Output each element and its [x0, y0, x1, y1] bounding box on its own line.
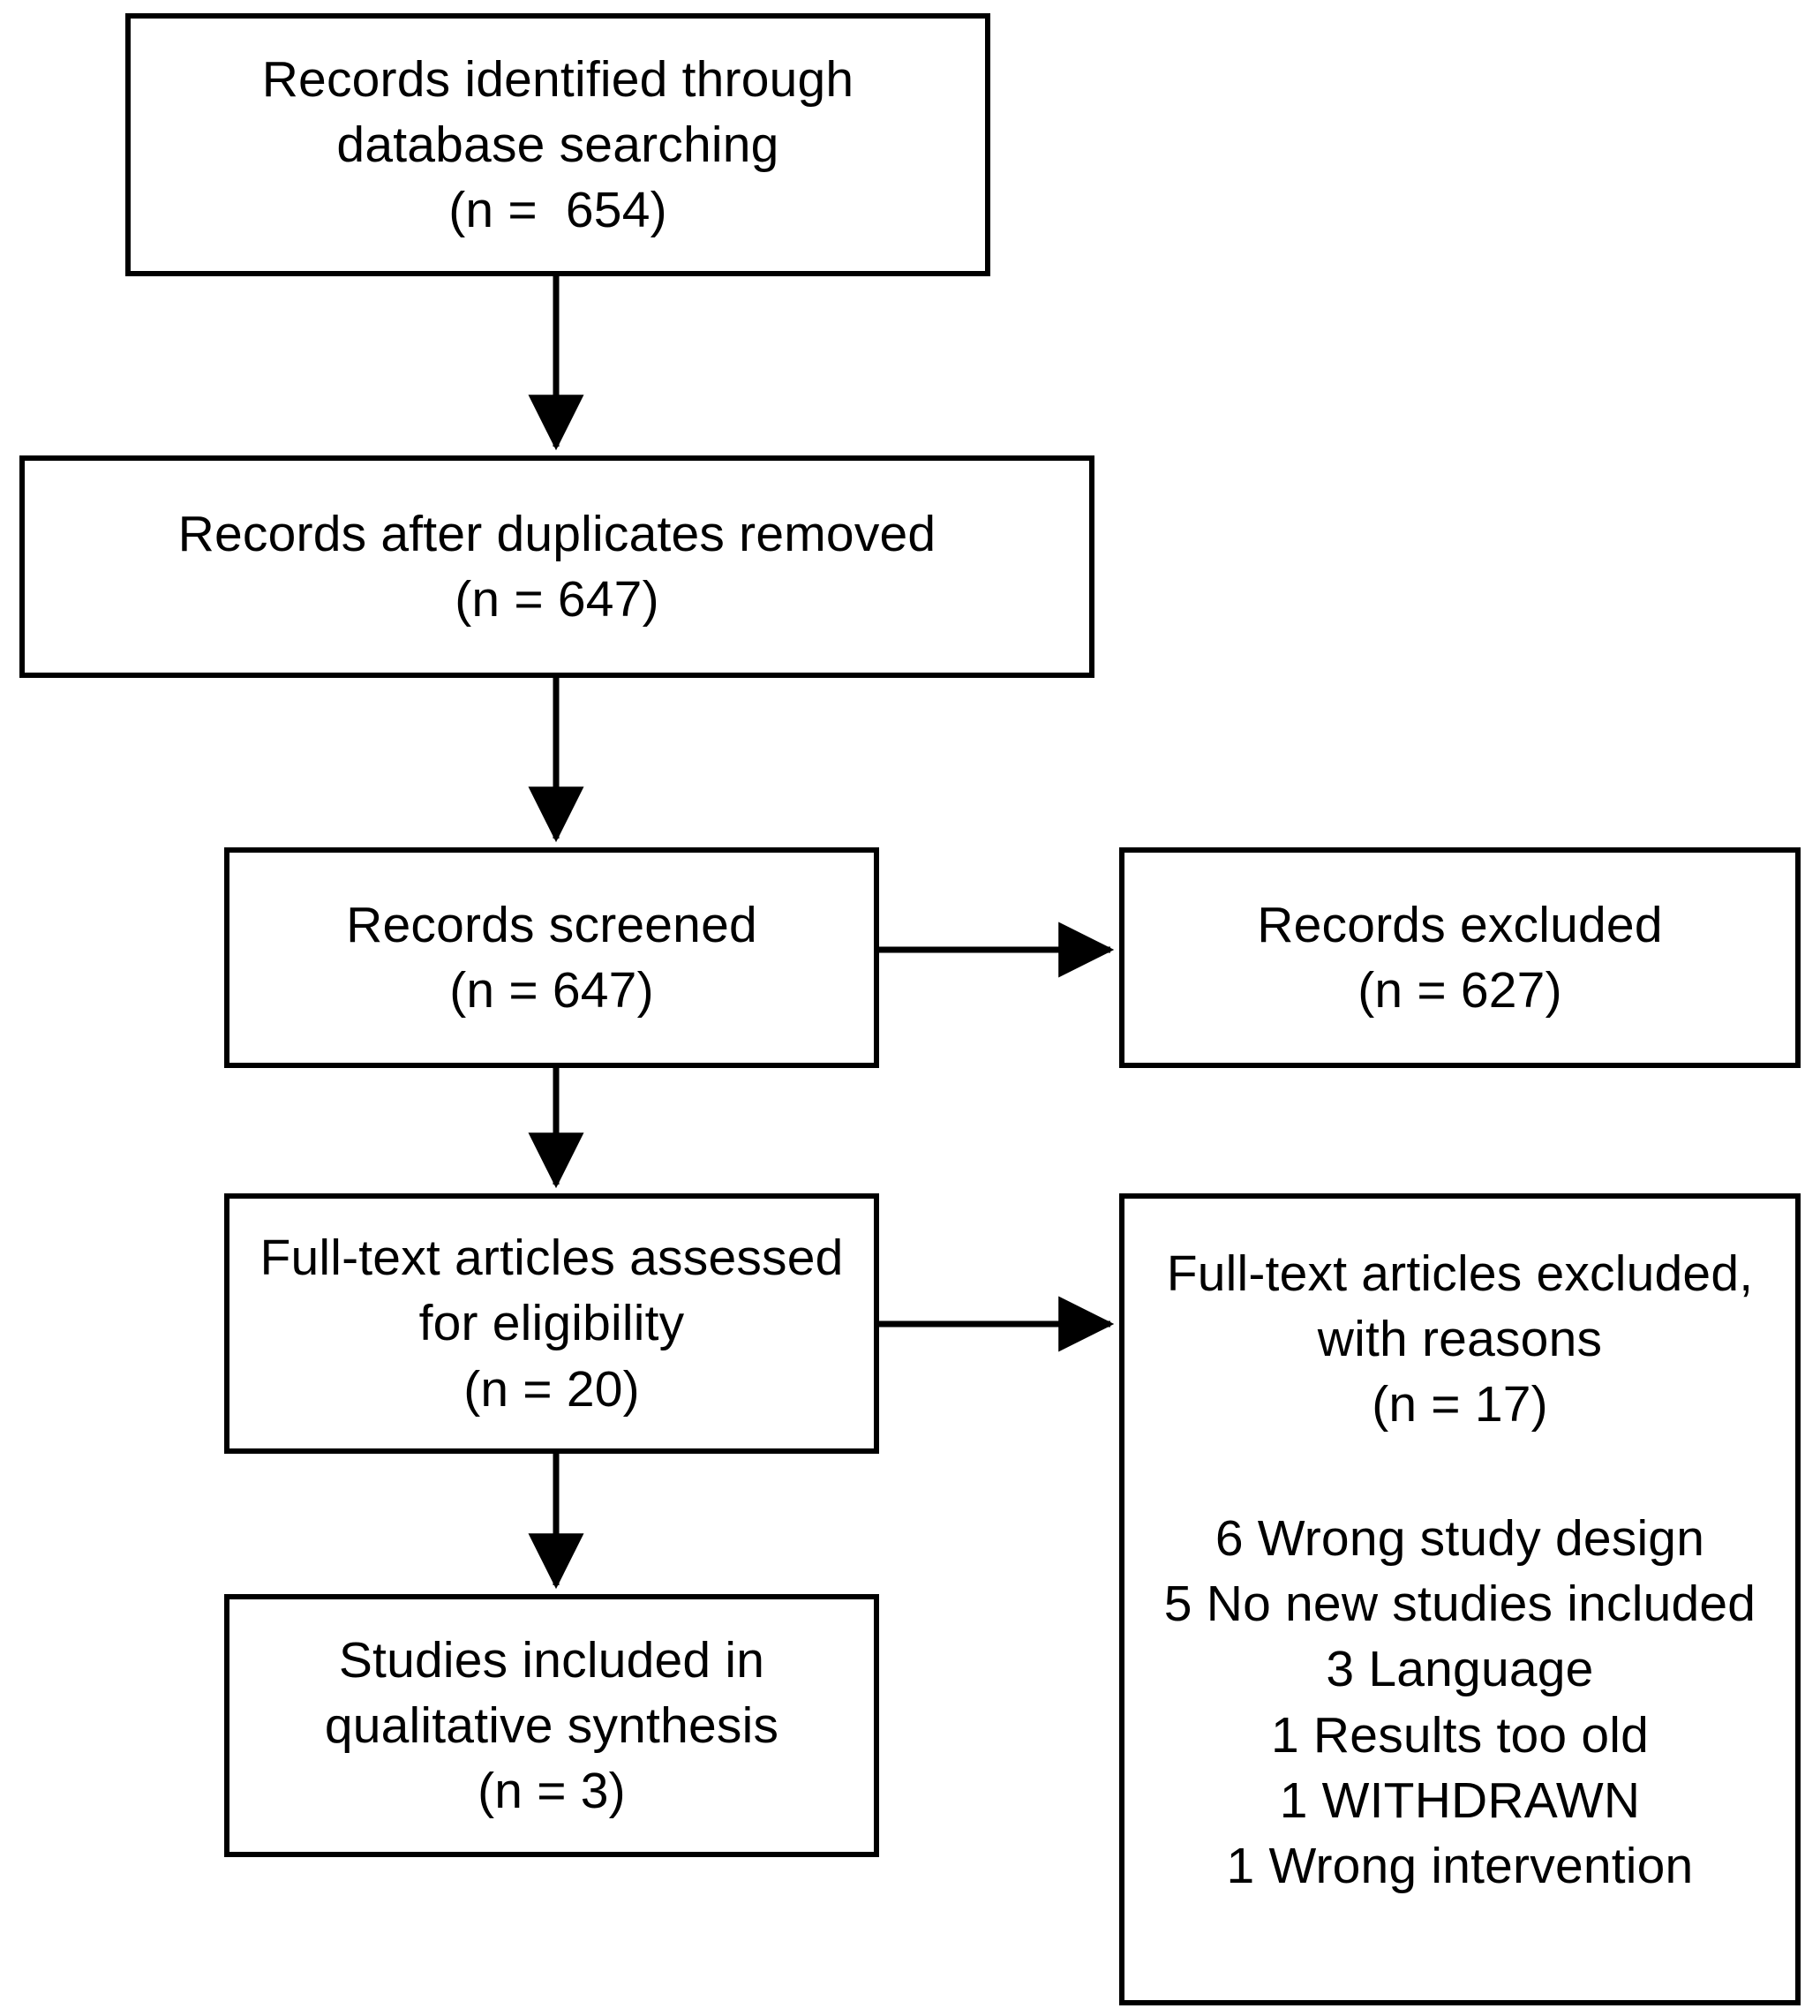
full-text-assessed-box: Full-text articles assessed for eligibil… [224, 1193, 879, 1454]
exclusion-reasons-list: 6 Wrong study design 5 No new studies in… [1164, 1506, 1756, 1899]
records-after-duplicates-count: (n = 647) [455, 571, 659, 628]
records-excluded-box: Records excluded (n = 627) [1119, 847, 1801, 1068]
records-identified-line-2: database searching [336, 116, 779, 173]
studies-included-box: Studies included in qualitative synthesi… [224, 1594, 879, 1857]
records-excluded-count: (n = 627) [1357, 962, 1562, 1019]
exclusion-reason-item: 5 No new studies included [1163, 1576, 1756, 1633]
exclusion-reason-item: 1 Results too old [1271, 1706, 1649, 1764]
exclusion-reason-item: 6 Wrong study design [1215, 1510, 1705, 1568]
full-text-excluded-line-2: with reasons [1317, 1311, 1603, 1368]
records-identified-line-1: Records identified through [261, 50, 854, 108]
records-screened-box: Records screened (n = 647) [224, 847, 879, 1068]
full-text-excluded-line-1: Full-text articles excluded, [1166, 1245, 1754, 1302]
records-screened-line-1: Records screened [346, 896, 757, 953]
full-text-excluded-box: Full-text articles excluded, with reason… [1119, 1193, 1801, 2005]
records-identified-box: Records identified through database sear… [125, 13, 990, 276]
records-after-duplicates-line-1: Records after duplicates removed [177, 505, 936, 562]
full-text-assessed-count: (n = 20) [463, 1360, 640, 1418]
exclusion-reason-item: 1 WITHDRAWN [1279, 1772, 1641, 1829]
full-text-assessed-line-2: for eligibility [418, 1295, 685, 1352]
studies-included-line-1: Studies included in [338, 1631, 765, 1689]
exclusion-reason-item: 1 Wrong intervention [1226, 1837, 1694, 1894]
full-text-assessed-line-1: Full-text articles assessed [259, 1230, 844, 1287]
studies-included-line-2: qualitative synthesis [324, 1696, 779, 1754]
records-screened-count: (n = 647) [449, 962, 654, 1019]
records-identified-count: (n = 654) [448, 182, 667, 239]
exclusion-reason-item: 3 Language [1326, 1641, 1594, 1698]
full-text-excluded-count: (n = 17) [1372, 1376, 1548, 1433]
records-after-duplicates-box: Records after duplicates removed (n = 64… [19, 455, 1094, 678]
studies-included-count: (n = 3) [478, 1763, 626, 1820]
records-excluded-line-1: Records excluded [1257, 896, 1663, 953]
